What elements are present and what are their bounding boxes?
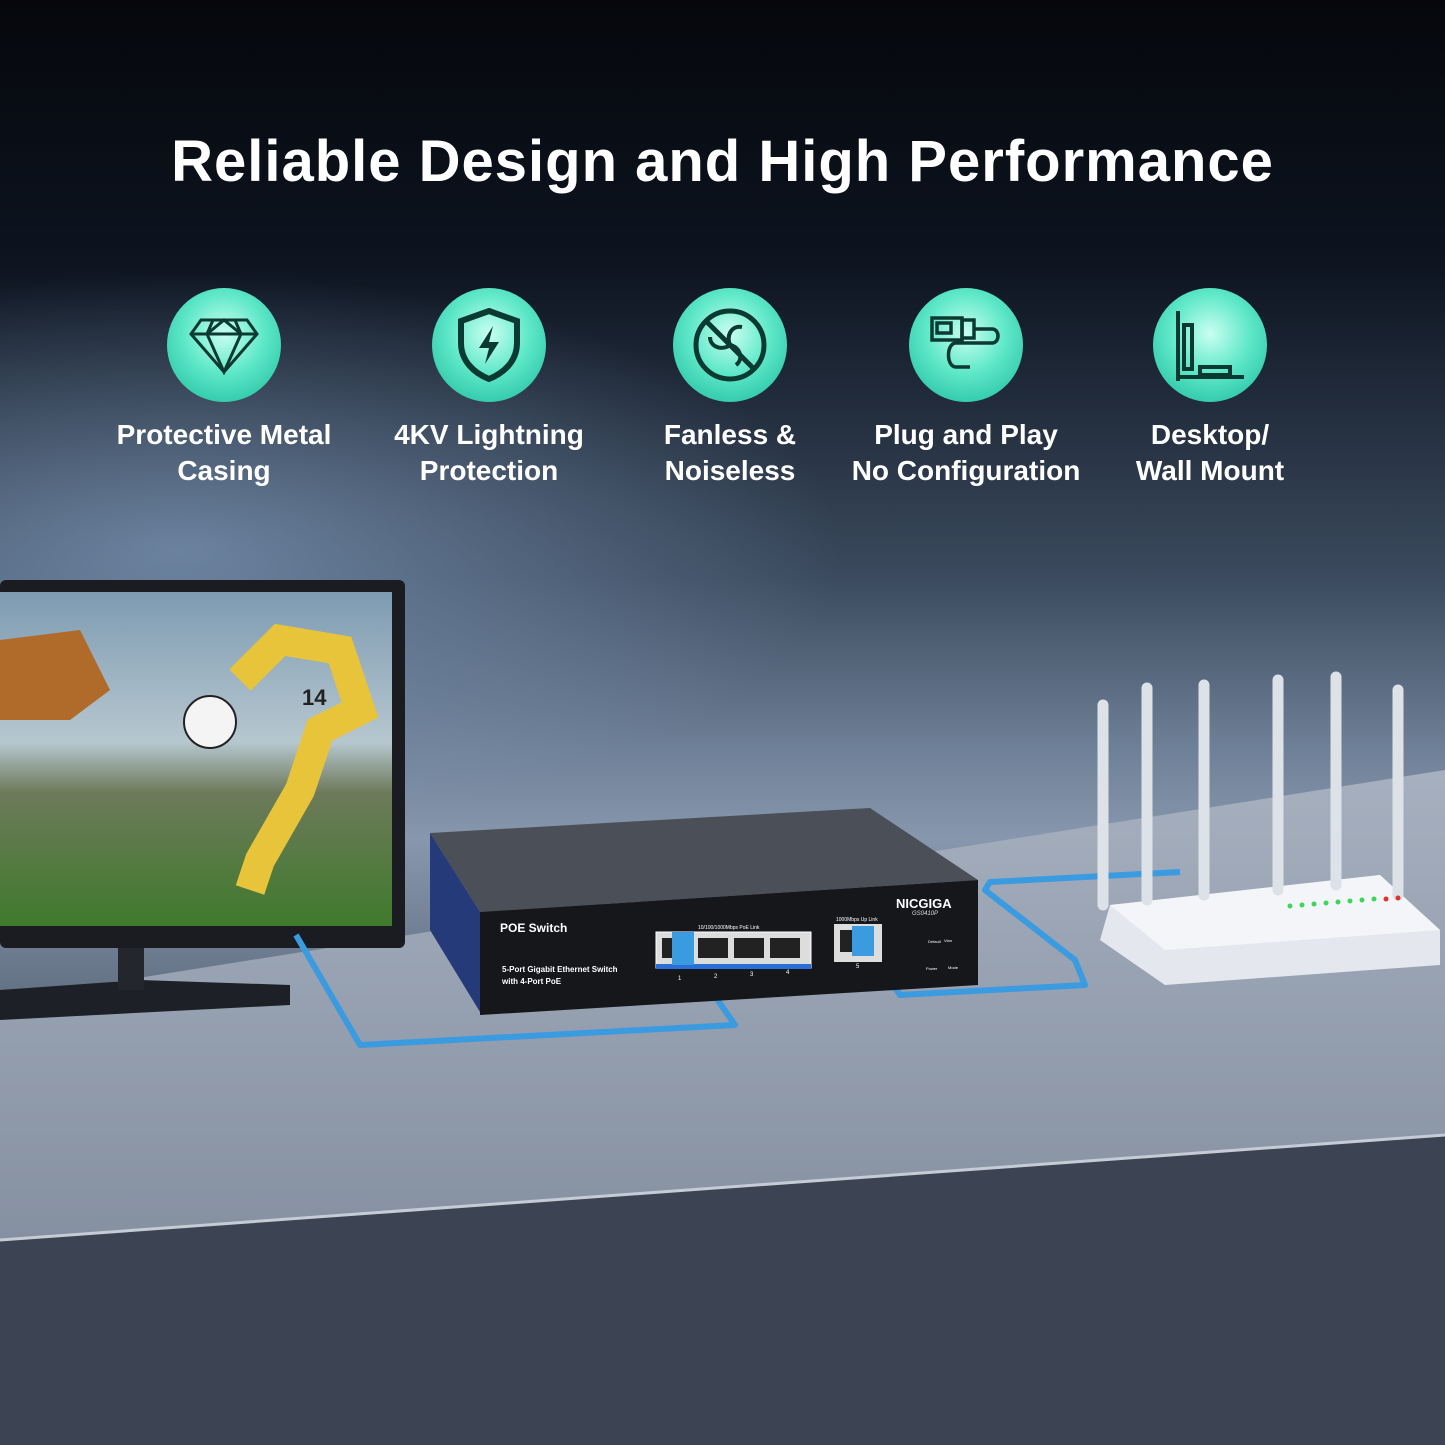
port-number: 3 <box>750 972 754 978</box>
power-led-label: Power <box>926 966 938 971</box>
brand-logo: NICGIGA <box>896 896 952 911</box>
soccer-ball <box>183 695 237 749</box>
feature-mount: Desktop/Wall Mount <box>1070 288 1350 489</box>
poe-link-label: 10/100/1000Mbps PoE Link <box>698 925 760 931</box>
default-label: Default <box>928 939 942 944</box>
feature-label: Plug and Play <box>874 419 1058 450</box>
port-number: 2 <box>714 974 718 980</box>
no-fan-icon <box>673 288 787 402</box>
wall-mount-icon <box>1153 288 1267 402</box>
model-number: GS0410P <box>912 911 938 917</box>
page-title: Reliable Design and High Performance <box>171 129 1274 194</box>
mode-led-label: Mode <box>948 965 959 970</box>
port-number: 4 <box>786 970 790 976</box>
lightning-shield-icon <box>432 288 546 402</box>
router-antennas <box>1097 671 1404 911</box>
feature-label: Noiseless <box>664 455 796 486</box>
router <box>1097 671 1440 985</box>
feature-label: Protection <box>419 455 559 486</box>
switch-type-label: POE Switch <box>500 921 567 935</box>
feature-label: No Configuration <box>851 455 1081 486</box>
cable-plug <box>672 932 694 965</box>
switch-desc: with 4-Port PoE <box>501 977 562 986</box>
feature-label: Protective Metal <box>116 419 332 450</box>
feature-plug-play: Plug and Play No Configuration <box>826 288 1106 489</box>
vlan-label: Vlan <box>944 938 952 943</box>
diamond-icon <box>167 288 281 402</box>
feature-label: 4KV Lightning <box>394 419 584 450</box>
cable-plug <box>852 926 874 956</box>
jersey-number: 14 <box>302 685 327 710</box>
feature-label: Casing <box>177 455 271 486</box>
feature-fanless: Fanless & Noiseless <box>590 288 870 489</box>
monitor: 14 <box>0 580 405 1020</box>
port-number: 5 <box>856 964 860 970</box>
feature-label: Desktop/ <box>1150 419 1270 450</box>
desk-edge <box>0 1135 1445 1445</box>
switch-desc: 5-Port Gigabit Ethernet Switch <box>502 965 618 974</box>
goalkeeper-glove <box>0 630 110 720</box>
ethernet-plug-icon <box>909 288 1023 402</box>
poe-switch: POE Switch 5-Port Gigabit Ethernet Switc… <box>430 808 978 1015</box>
uplink-label: 1000Mbps Up Link <box>836 917 878 923</box>
feature-label: Fanless & <box>663 419 797 450</box>
port-number: 1 <box>678 976 682 982</box>
router-status-leds <box>1287 895 1401 909</box>
feature-label: Wall Mount <box>1135 455 1285 486</box>
